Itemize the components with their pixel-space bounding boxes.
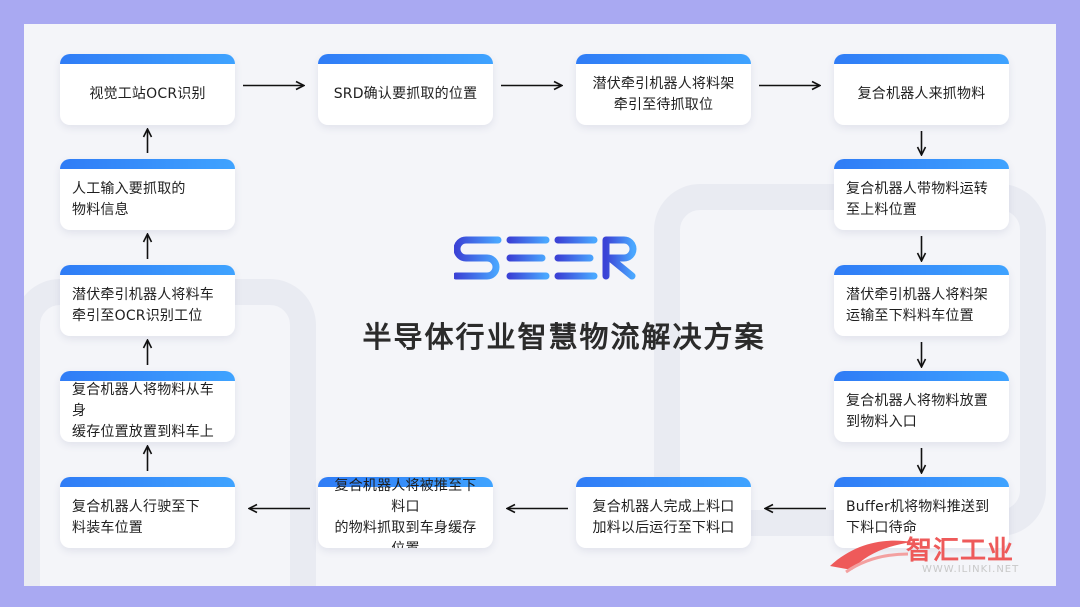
flow-step-n6: 潜伏牵引机器人将料架 运输至下料料车位置 <box>834 265 1009 336</box>
step-header-bar <box>576 477 751 487</box>
step-header-bar <box>834 265 1009 275</box>
flow-step-n10: 复合机器人将被推至下料口 的物料抓取到车身缓存位置 <box>318 477 493 548</box>
step-label: Buffer机将物料推送到 下料口待命 <box>846 498 990 536</box>
flow-step-n14: 人工输入要抓取的 物料信息 <box>60 159 235 230</box>
step-label: 复合机器人完成上料口 加料以后运行至下料口 <box>592 498 735 536</box>
watermark-name: 智汇工业 <box>906 536 1015 566</box>
step-label: 潜伏牵引机器人将料架 运输至下料料车位置 <box>846 286 988 324</box>
step-header-bar <box>834 54 1009 64</box>
step-label: 潜伏牵引机器人将料架 牵引至待抓取位 <box>592 75 735 113</box>
step-label: SRD确认要抓取的位置 <box>333 86 478 102</box>
flow-step-n5: 复合机器人带物料运转 至上料位置 <box>834 159 1009 230</box>
step-header-bar <box>834 477 1009 487</box>
step-header-bar <box>318 54 493 64</box>
step-label: 潜伏牵引机器人将料车 牵引至OCR识别工位 <box>72 286 214 324</box>
watermark-swoosh-icon <box>830 540 912 574</box>
step-header-bar <box>318 477 493 487</box>
step-header-bar <box>834 371 1009 381</box>
step-header-bar <box>60 371 235 381</box>
step-label: 复合机器人来抓物料 <box>857 86 986 102</box>
flow-step-n13: 潜伏牵引机器人将料车 牵引至OCR识别工位 <box>60 265 235 336</box>
flow-step-n3: 潜伏牵引机器人将料架 牵引至待抓取位 <box>576 54 751 125</box>
step-label: 复合机器人将物料从车身 缓存位置放置到料车上 <box>72 382 214 440</box>
flow-step-n4: 复合机器人来抓物料 <box>834 54 1009 125</box>
step-label: 视觉工站OCR识别 <box>89 86 206 102</box>
step-header-bar <box>60 54 235 64</box>
step-label: 人工输入要抓取的 物料信息 <box>72 180 186 218</box>
step-label: 复合机器人将物料放置 到物料入口 <box>846 392 988 430</box>
step-header-bar <box>60 477 235 487</box>
step-header-bar <box>834 159 1009 169</box>
flow-step-n7: 复合机器人将物料放置 到物料入口 <box>834 371 1009 442</box>
page-title: 半导体行业智慧物流解决方案 <box>362 320 766 354</box>
step-header-bar <box>576 54 751 64</box>
flow-step-n1: 视觉工站OCR识别 <box>60 54 235 125</box>
flow-step-n9: 复合机器人完成上料口 加料以后运行至下料口 <box>576 477 751 548</box>
flow-step-n8: Buffer机将物料推送到 下料口待命 <box>834 477 1009 548</box>
step-label: 复合机器人将被推至下料口 的物料抓取到车身缓存位置 <box>334 478 477 549</box>
step-label: 复合机器人行驶至下 料装车位置 <box>72 498 200 536</box>
watermark: 智汇工业 WWW.ILINKI.NET <box>826 526 1056 586</box>
flow-step-n2: SRD确认要抓取的位置 <box>318 54 493 125</box>
flow-step-n12: 复合机器人将物料从车身 缓存位置放置到料车上 <box>60 371 235 442</box>
step-header-bar <box>60 265 235 275</box>
watermark-url: WWW.ILINKI.NET <box>922 564 1020 575</box>
flow-step-n11: 复合机器人行驶至下 料装车位置 <box>60 477 235 548</box>
seer-logo <box>454 236 637 280</box>
step-label: 复合机器人带物料运转 至上料位置 <box>846 180 988 218</box>
step-header-bar <box>60 159 235 169</box>
flow-arrows <box>24 24 1056 586</box>
